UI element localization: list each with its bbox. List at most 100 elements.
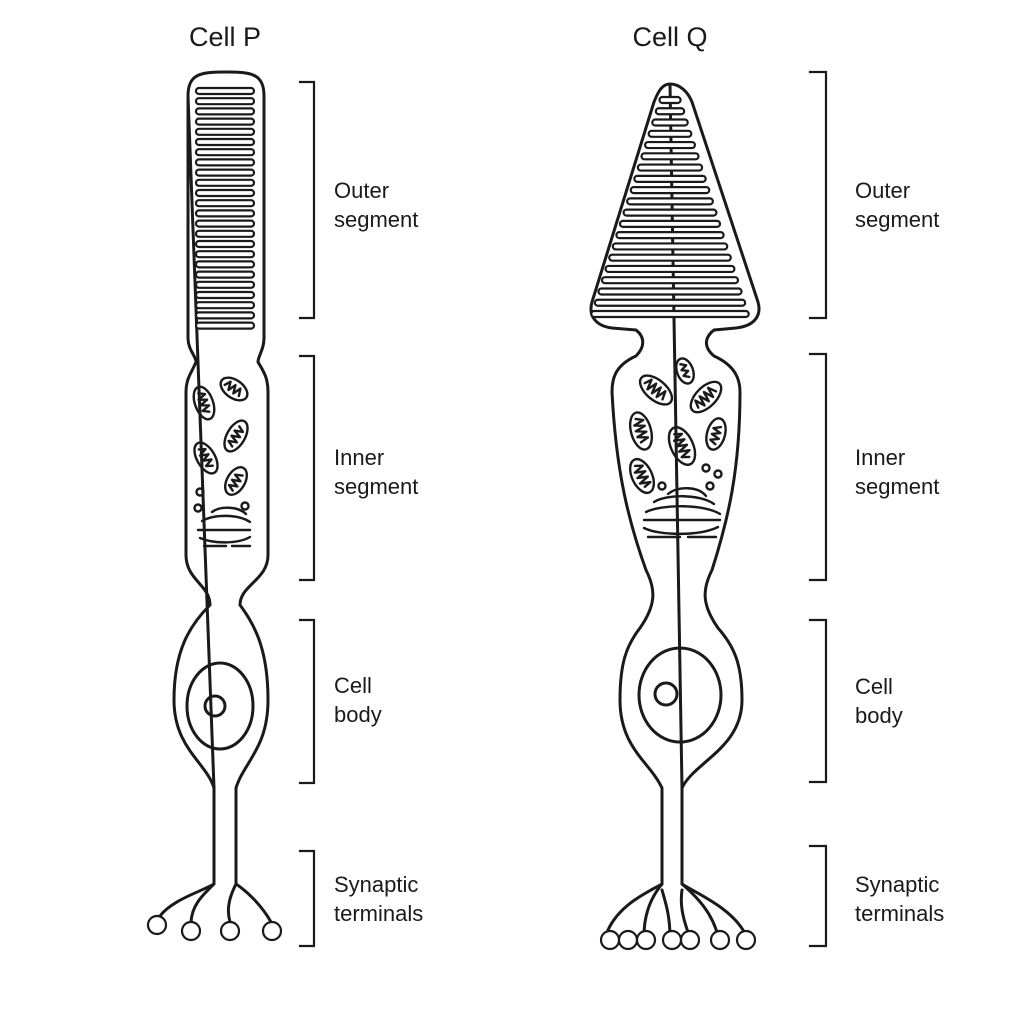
- membrane-disc: [194, 188, 256, 198]
- membrane-disc: [194, 97, 256, 106]
- membrane-disc: [604, 264, 736, 274]
- bracket-inner-segment: [298, 354, 316, 582]
- mitochondrion: [223, 466, 249, 496]
- membrane-disc: [608, 253, 732, 262]
- cell-p-axon-branches: [189, 882, 238, 924]
- membrane-disc: [633, 174, 707, 183]
- membrane-disc: [640, 152, 700, 161]
- membrane-disc: [194, 311, 256, 320]
- terminal-knob: [617, 929, 639, 951]
- membrane-disc: [194, 321, 256, 330]
- membrane-disc: [194, 260, 256, 269]
- cell-p-nucleus: [185, 661, 255, 751]
- bracket-inner-segment: [808, 352, 828, 582]
- label-outer-segment: Outer segment: [334, 178, 418, 232]
- label-outer-segment: Outer segment: [855, 178, 939, 232]
- cell-p-axon-left: [158, 786, 216, 918]
- cell-q-nucleolus: [653, 681, 679, 707]
- mitochondrion: [675, 357, 695, 385]
- terminal-knob: [709, 929, 731, 951]
- mitochondrion: [667, 426, 697, 466]
- terminal-knob: [180, 920, 202, 942]
- terminal-knob: [261, 920, 283, 942]
- terminal-knob: [661, 929, 683, 951]
- bracket-synaptic-terminals: [808, 844, 828, 948]
- membrane-disc: [194, 239, 256, 249]
- cell-p-synaptic-terminals: [146, 914, 283, 942]
- cell-p-disc-stack: [194, 86, 256, 330]
- membrane-disc: [651, 118, 689, 127]
- membrane-disc: [194, 209, 256, 218]
- membrane-disc: [194, 168, 256, 177]
- membrane-disc: [194, 219, 256, 228]
- vesicle: [657, 481, 667, 491]
- membrane-disc: [194, 117, 256, 126]
- bracket-cell-body: [808, 618, 828, 784]
- mitochondrion: [223, 419, 249, 453]
- membrane-disc: [194, 270, 256, 279]
- membrane-disc: [618, 219, 722, 228]
- cell-q-synaptic-terminals: [599, 929, 757, 951]
- membrane-disc: [194, 290, 256, 300]
- membrane-disc: [654, 107, 686, 116]
- membrane-disc: [194, 158, 256, 167]
- cell-q-brackets: [808, 70, 828, 948]
- cell-p-mitochondria: [192, 376, 249, 496]
- cell-p-labels: Outer segment Inner segment Cell body Sy…: [334, 178, 423, 926]
- membrane-disc: [600, 276, 740, 285]
- cell-q-title: Cell Q: [632, 22, 707, 52]
- terminal-knob: [599, 929, 621, 951]
- membrane-disc: [194, 127, 256, 136]
- bracket-outer-segment: [298, 80, 316, 320]
- membrane-disc: [194, 178, 256, 187]
- vesicle: [193, 503, 203, 513]
- cell-p-title: Cell P: [189, 22, 261, 52]
- label-cell-body: Cell body: [334, 673, 382, 727]
- membrane-disc: [658, 95, 682, 105]
- membrane-disc: [597, 287, 743, 296]
- terminal-knob: [679, 929, 701, 951]
- membrane-disc: [636, 163, 704, 172]
- terminal-knob: [735, 929, 757, 951]
- vesicle: [705, 481, 715, 491]
- membrane-disc: [593, 298, 747, 307]
- cell-q-golgi: [642, 463, 723, 539]
- terminal-knob: [146, 914, 168, 936]
- cell-q-disc-stack: [590, 95, 750, 319]
- membrane-disc: [194, 301, 256, 310]
- membrane-disc: [647, 129, 693, 138]
- membrane-disc: [629, 186, 711, 195]
- membrane-disc: [194, 280, 256, 289]
- cell-q-nucleus: [637, 646, 723, 744]
- vesicle: [240, 501, 250, 511]
- membrane-disc: [194, 107, 256, 116]
- terminal-knob: [635, 929, 657, 951]
- mitochondrion: [192, 385, 216, 421]
- mitochondrion: [628, 457, 656, 495]
- membrane-disc: [194, 250, 256, 259]
- cell-p: Cell P: [146, 22, 423, 948]
- mitochondrion: [219, 376, 249, 402]
- membrane-disc: [626, 197, 714, 206]
- membrane-disc: [194, 148, 256, 157]
- bracket-outer-segment: [808, 70, 828, 320]
- label-inner-segment: Inner segment: [855, 445, 939, 499]
- cell-q-labels: Outer segment Inner segment Cell body Sy…: [855, 178, 946, 926]
- terminal-knob: [219, 920, 241, 942]
- membrane-disc: [194, 199, 256, 208]
- label-cell-body: Cell body: [855, 674, 903, 728]
- cell-q: Cell Q: [589, 22, 946, 951]
- cell-p-golgi: [193, 487, 252, 548]
- membrane-disc: [194, 229, 256, 238]
- mitochondrion: [628, 411, 654, 451]
- vesicle: [713, 469, 723, 479]
- membrane-disc: [643, 140, 697, 150]
- cell-q-mitochondria: [628, 357, 727, 495]
- membrane-disc: [590, 309, 750, 319]
- mitochondrion: [705, 417, 727, 451]
- mitochondrion: [689, 380, 723, 414]
- label-synaptic-terminals: Synaptic terminals: [855, 872, 946, 926]
- cell-p-membrane: [172, 70, 273, 924]
- bracket-synaptic-terminals: [298, 849, 316, 948]
